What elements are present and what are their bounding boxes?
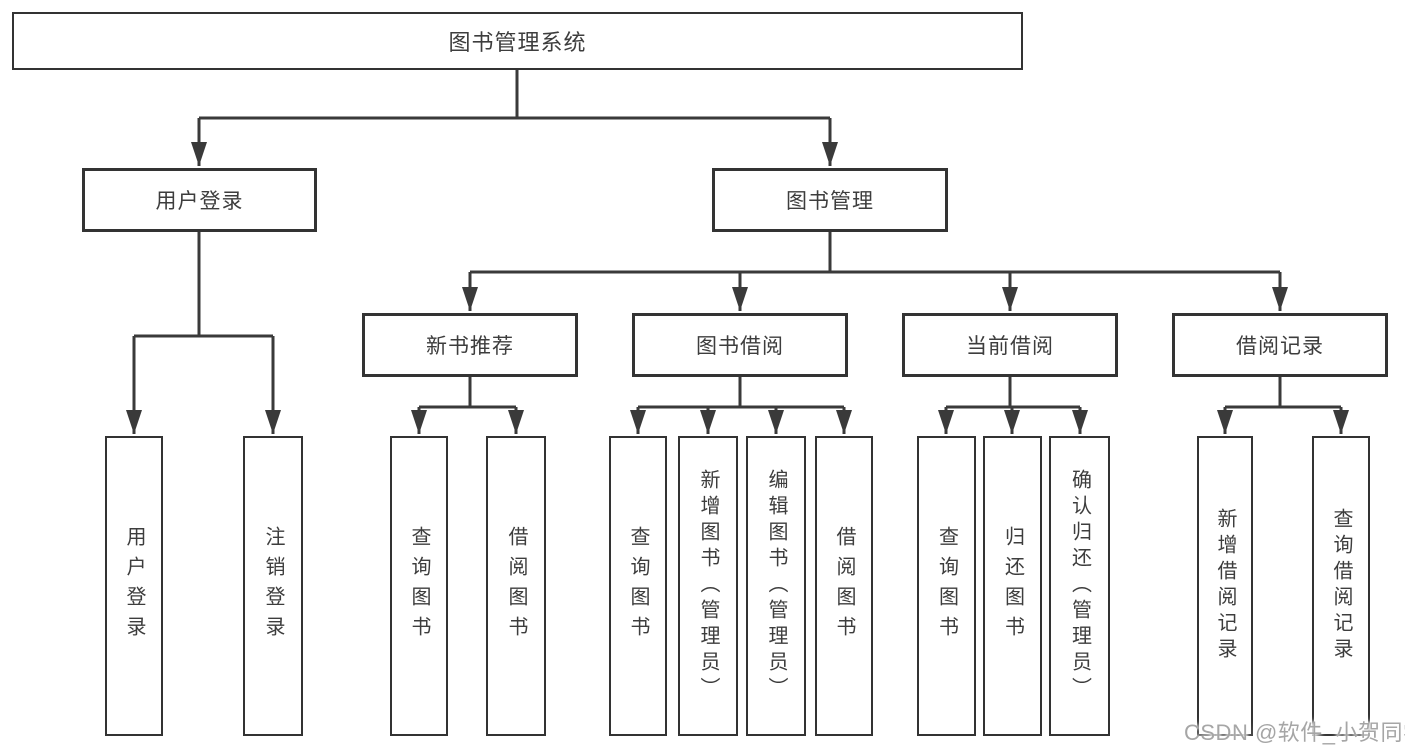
node-book-management: 图书管理 — [712, 168, 948, 232]
node-new-book-recommend: 新书推荐 — [362, 313, 578, 377]
leaf-edit-books-admin: 编辑图书（管理员） — [746, 436, 806, 736]
node-label: 新增借阅记录 — [1214, 508, 1236, 664]
leaf-logout: 注销登录 — [243, 436, 303, 736]
node-label: 查询图书 — [935, 526, 958, 646]
node-label: 借阅图书 — [505, 526, 527, 646]
connector-currentborrow-to-leaves — [938, 377, 1088, 434]
node-label: 图书管理 — [786, 190, 874, 213]
node-label: 查询借阅记录 — [1330, 508, 1352, 664]
node-user-login: 用户登录 — [82, 168, 317, 232]
leaf-add-borrow-record: 新增借阅记录 — [1197, 436, 1253, 736]
node-label: 用户登录 — [155, 190, 244, 213]
node-label: 当前借阅 — [966, 335, 1054, 358]
leaf-return-books: 归还图书 — [983, 436, 1042, 736]
leaf-user-login: 用户登录 — [105, 436, 163, 736]
node-label: 归还图书 — [1001, 526, 1024, 646]
connector-newrec-to-leaves — [411, 377, 524, 434]
node-library-management-system: 图书管理系统 — [12, 12, 1023, 70]
leaf-confirm-return-admin: 确认归还（管理员） — [1049, 436, 1110, 736]
node-label: 新增图书（管理员） — [697, 469, 719, 703]
leaf-borrow-books-newrec: 借阅图书 — [486, 436, 546, 736]
node-label: 图书借阅 — [696, 335, 784, 358]
connector-records-to-leaves — [1217, 377, 1349, 434]
node-current-borrow: 当前借阅 — [902, 313, 1118, 377]
node-label: 用户登录 — [123, 526, 145, 646]
node-borrow-records: 借阅记录 — [1172, 313, 1388, 377]
node-label: 查询图书 — [627, 526, 649, 646]
node-label: 注销登录 — [262, 526, 284, 646]
node-label: 图书管理系统 — [448, 30, 587, 55]
node-book-borrow: 图书借阅 — [632, 313, 848, 377]
csdn-watermark: CSDN @软件_小贺同学 — [1184, 720, 1405, 745]
node-label: 借阅图书 — [833, 526, 855, 646]
node-label: 借阅记录 — [1236, 335, 1324, 358]
connector-root-to-level2 — [191, 70, 838, 166]
node-label: 编辑图书（管理员） — [765, 469, 787, 703]
node-label: 查询图书 — [408, 526, 430, 646]
leaf-borrow-books-borrow: 借阅图书 — [815, 436, 873, 736]
leaf-query-books-current: 查询图书 — [917, 436, 976, 736]
node-label: 确认归还（管理员） — [1068, 469, 1091, 703]
connector-bookborrow-to-leaves — [630, 377, 852, 434]
connector-userlogin-to-leaves — [126, 232, 281, 434]
leaf-add-books-admin: 新增图书（管理员） — [678, 436, 738, 736]
leaf-query-books-borrow: 查询图书 — [609, 436, 667, 736]
leaf-query-borrow-record: 查询借阅记录 — [1312, 436, 1370, 736]
node-label: 新书推荐 — [426, 335, 514, 358]
connector-bookmgmt-to-level3 — [462, 232, 1288, 311]
leaf-query-books-newrec: 查询图书 — [390, 436, 448, 736]
